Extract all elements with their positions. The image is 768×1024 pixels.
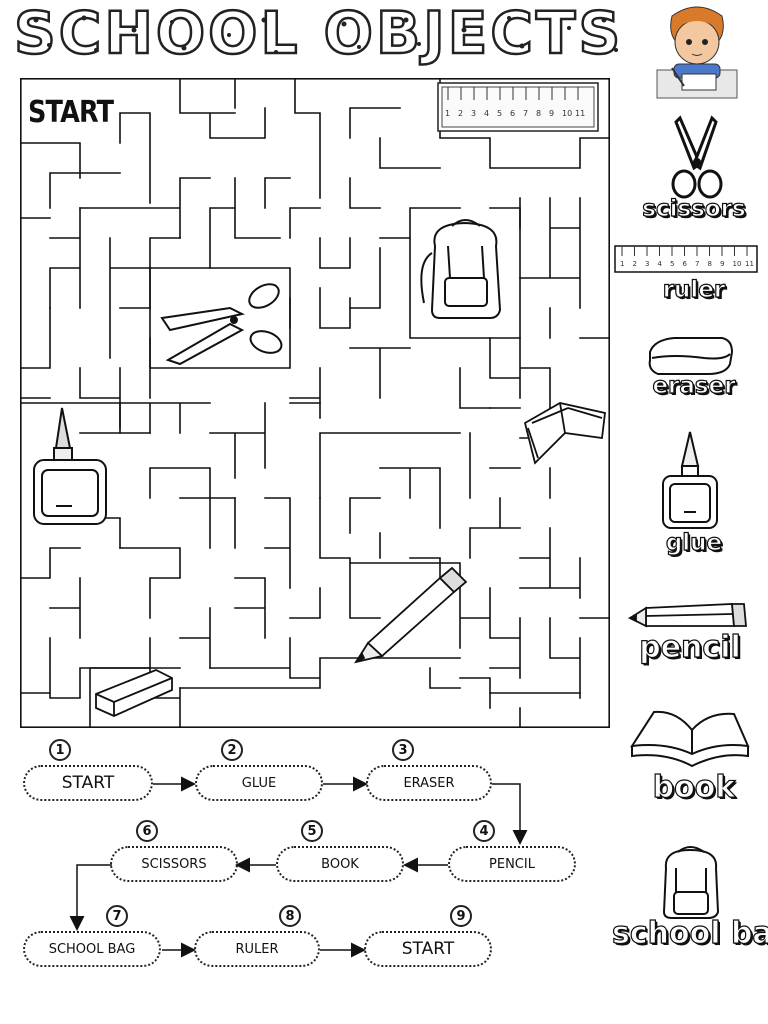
- maze-start-label: START: [28, 95, 114, 130]
- sidebar-label-eraser: eraser: [652, 372, 736, 399]
- ruler-number: 10: [562, 109, 572, 118]
- ruler-number: 11: [575, 109, 585, 118]
- ruler-number: 1: [620, 260, 624, 268]
- book-icon: [630, 710, 750, 768]
- ruler-number: 8: [536, 109, 541, 118]
- step-number: 7: [106, 905, 128, 927]
- maze-book-icon: [523, 402, 606, 465]
- sidebar-label-scissors: scissors: [642, 195, 747, 222]
- sidebar-label-pencil: pencil: [639, 629, 742, 665]
- step-number: 1: [49, 739, 71, 761]
- step-ruler: RULER: [194, 931, 320, 967]
- ruler-number: 4: [658, 260, 663, 268]
- maze-eraser-icon: [95, 669, 173, 717]
- step-number: 8: [279, 905, 301, 927]
- ruler-number: 7: [523, 109, 528, 118]
- glue-icon: [662, 431, 718, 529]
- ruler-number: 9: [720, 260, 724, 268]
- school-bag-icon: [662, 846, 720, 919]
- sidebar-label-glue: glue: [665, 529, 723, 556]
- step-number: 5: [301, 820, 323, 842]
- step-book: BOOK: [276, 846, 404, 882]
- step-number: 4: [473, 820, 495, 842]
- step-number: 3: [392, 739, 414, 761]
- sidebar-label-school-bag: school bag: [611, 915, 768, 951]
- ruler-number: 5: [497, 109, 502, 118]
- ruler-number: 5: [670, 260, 674, 268]
- boy-writing-icon: [656, 6, 738, 99]
- ruler-number: 4: [484, 109, 489, 118]
- maze-pencil-icon: [354, 566, 468, 664]
- ruler-number: 9: [549, 109, 554, 118]
- ruler-number: 3: [645, 260, 649, 268]
- ruler-number: 2: [458, 109, 463, 118]
- eraser-icon: [648, 337, 734, 375]
- step-eraser: ERASER: [366, 765, 492, 801]
- sequence-arrows: [69, 776, 528, 958]
- ruler-number: 3: [471, 109, 476, 118]
- ruler-number: 1: [445, 109, 450, 118]
- step-number: 6: [136, 820, 158, 842]
- ruler-number: 11: [745, 260, 754, 268]
- step-number: 2: [221, 739, 243, 761]
- step-school-bag: SCHOOL BAG: [23, 931, 161, 967]
- ruler-number: 6: [683, 260, 688, 268]
- ruler-number: 8: [708, 260, 712, 268]
- step-scissors: SCISSORS: [110, 846, 238, 882]
- step-start-end: START: [364, 931, 492, 967]
- maze-school-bag-icon: [420, 219, 502, 319]
- step-glue: GLUE: [195, 765, 323, 801]
- sidebar-label-ruler: ruler: [662, 276, 726, 303]
- maze-scissors-icon: [160, 283, 283, 366]
- ruler-number: 10: [733, 260, 742, 268]
- sidebar-label-book: book: [652, 769, 736, 805]
- step-pencil: PENCIL: [448, 846, 576, 882]
- ruler-number: 7: [695, 260, 699, 268]
- ruler-number: 6: [510, 109, 515, 118]
- scissors-icon: [671, 115, 723, 199]
- step-start: START: [23, 765, 153, 801]
- worksheet-title: SCHOOL OBJECTS: [13, 0, 624, 67]
- maze-glue-icon: [33, 407, 107, 525]
- pencil-icon: [627, 603, 747, 628]
- ruler-number: 2: [633, 260, 637, 268]
- title-decoration: [33, 15, 618, 54]
- step-number: 9: [450, 905, 472, 927]
